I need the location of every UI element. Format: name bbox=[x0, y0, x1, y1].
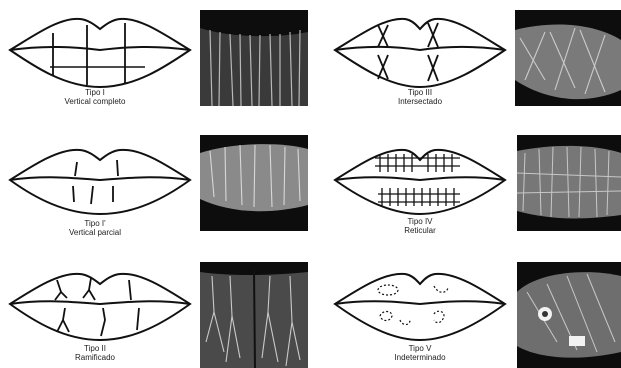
photo-tipo-iii bbox=[515, 10, 621, 106]
type-label: Tipo V bbox=[365, 344, 475, 353]
panel-tipo-i: Tipo I Vertical completo bbox=[0, 0, 190, 120]
caption-tipo-v: Tipo V Indeterminado bbox=[365, 344, 475, 362]
lip-drawing-tipo-ii bbox=[5, 264, 195, 346]
type-description: Vertical parcial bbox=[40, 228, 150, 237]
caption-tipo-i: Tipo I Vertical completo bbox=[40, 88, 150, 106]
type-label: Tipo II bbox=[40, 344, 150, 353]
lip-drawing-tipo-i bbox=[5, 5, 195, 95]
type-label: Tipo I bbox=[40, 88, 150, 97]
type-description: Vertical completo bbox=[40, 97, 150, 106]
lip-drawing-tipo-v bbox=[330, 264, 510, 346]
photo-tipo-i-prime bbox=[200, 135, 308, 231]
caption-tipo-iv: Tipo IV Reticular bbox=[365, 217, 475, 235]
panel-tipo-v: Tipo V Indeterminado bbox=[325, 250, 515, 368]
lip-drawing-tipo-iv bbox=[330, 140, 510, 220]
type-description: Ramificado bbox=[40, 353, 150, 362]
type-label: Tipo III bbox=[365, 88, 475, 97]
panel-tipo-iv: Tipo IV Reticular bbox=[325, 125, 515, 245]
caption-tipo-iii: Tipo III Intersectado bbox=[365, 88, 475, 106]
type-label: Tipo I' bbox=[40, 219, 150, 228]
type-description: Intersectado bbox=[365, 97, 475, 106]
lip-drawing-tipo-i-prime bbox=[5, 140, 195, 220]
caption-tipo-ii: Tipo II Ramificado bbox=[40, 344, 150, 362]
type-description: Indeterminado bbox=[365, 353, 475, 362]
photo-tipo-i bbox=[200, 10, 308, 106]
lip-drawing-tipo-iii bbox=[330, 5, 510, 95]
type-description: Reticular bbox=[365, 226, 475, 235]
photo-tipo-iv bbox=[517, 135, 621, 231]
panel-tipo-ii: Tipo II Ramificado bbox=[0, 250, 190, 368]
photo-tipo-ii bbox=[200, 262, 308, 368]
photo-tipo-v bbox=[517, 262, 621, 368]
type-label: Tipo IV bbox=[365, 217, 475, 226]
panel-tipo-iii: Tipo III Intersectado bbox=[325, 0, 515, 120]
panel-tipo-i-prime: Tipo I' Vertical parcial bbox=[0, 125, 190, 245]
caption-tipo-i-prime: Tipo I' Vertical parcial bbox=[40, 219, 150, 237]
